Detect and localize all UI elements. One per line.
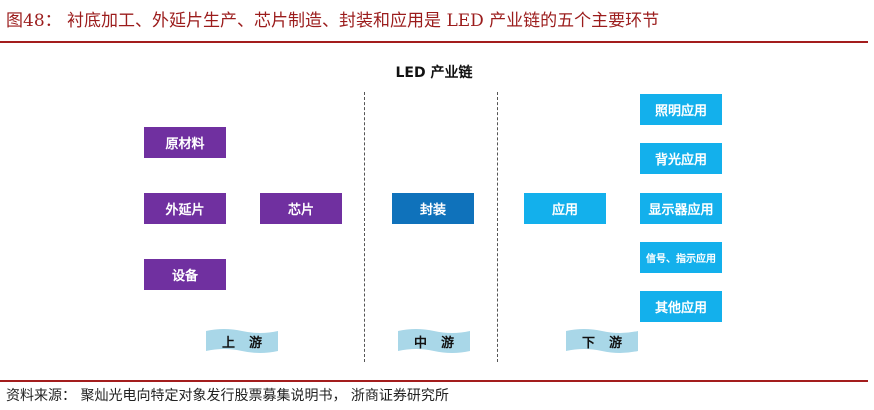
node-packaging: 封装 [392,193,474,224]
node-epitaxial-wafer: 外延片 [144,193,226,224]
divider-upstream-midstream [364,92,365,362]
stage-upstream-banner: 上游 [206,328,278,354]
banner-shape-icon [566,329,638,353]
figure-title: 图48： 衬底加工、外延片生产、芯片制造、封装和应用是 LED 产业链的五个主要… [6,11,660,31]
banner-shape-icon [206,329,278,353]
stage-downstream-banner: 下游 [566,328,638,354]
bottom-rule [0,380,868,382]
node-raw-materials: 原材料 [144,127,226,158]
top-rule [0,41,868,43]
stage-midstream-label: 中游 [413,335,468,351]
node-signal-indicator-application: 信号、指示应用 [640,242,722,273]
stage-downstream-label: 下游 [581,335,636,351]
divider-midstream-downstream [497,92,498,362]
node-backlight-application: 背光应用 [640,143,722,174]
node-chip: 芯片 [260,193,342,224]
stage-upstream-label: 上游 [221,335,276,351]
node-equipment: 设备 [144,259,226,290]
node-lighting-application: 照明应用 [640,94,722,125]
node-other-application: 其他应用 [640,291,722,322]
node-display-application: 显示器应用 [640,193,722,224]
diagram-title: LED 产业链 [395,65,473,81]
banner-shape-icon [398,329,470,353]
node-application: 应用 [524,193,606,224]
stage-midstream-banner: 中游 [398,328,470,354]
figure-source: 资料来源： 聚灿光电向特定对象发行股票募集说明书， 浙商证券研究所 [6,388,449,404]
